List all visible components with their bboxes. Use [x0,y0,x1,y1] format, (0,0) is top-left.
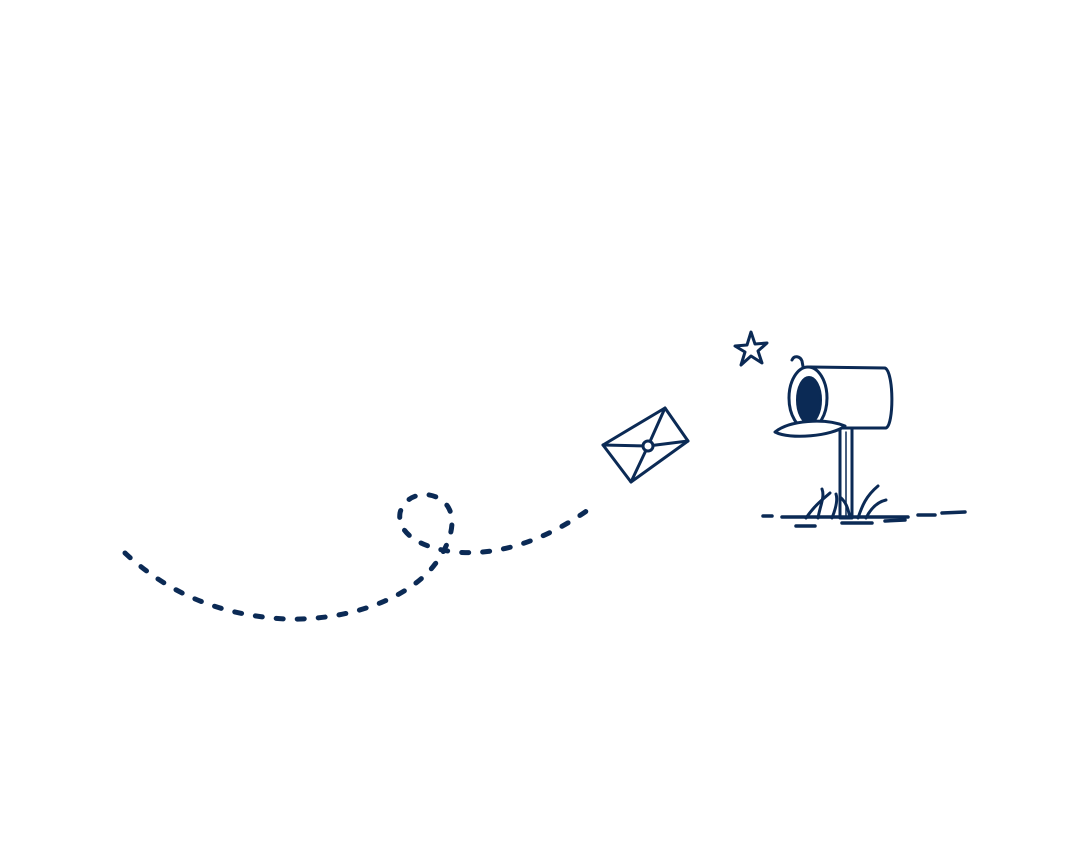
envelope-icon [601,406,690,484]
sparkle-star-icon [733,330,769,367]
mailbox-icon [773,355,894,520]
dotted-flight-path [122,492,591,622]
ground-line [761,510,967,528]
